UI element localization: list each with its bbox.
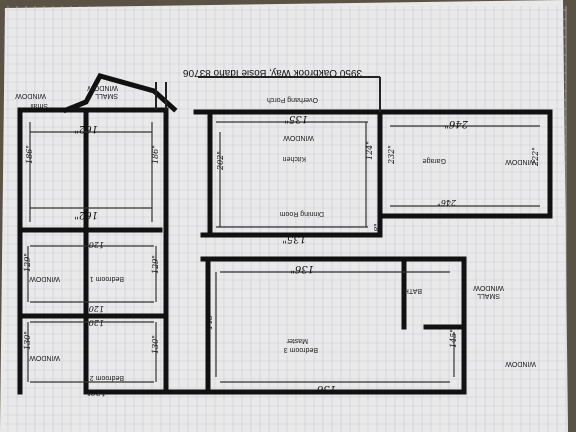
dimension-lines (27, 121, 540, 383)
address-text: 3950 Oakbrook Way, Bosie Idaho 83706 (183, 67, 362, 78)
dim-garage-bottom: 246" (437, 198, 457, 207)
porch-label: Overhang Porch (267, 96, 318, 103)
dim-master-right: 145" (449, 329, 458, 348)
kitchen-label: Kitchen (283, 155, 306, 162)
small-window-left-label: Small (30, 102, 48, 109)
small-window-right-label-2: WINDOW (473, 284, 504, 291)
window-bedroom1-label: WINDOW (29, 275, 60, 282)
dim-garage-left: 232" (387, 145, 396, 165)
dim-bed1-right: 129" (151, 255, 160, 274)
window-master-label: WINDOW (505, 360, 536, 367)
dim-bed2-left: 130" (23, 331, 32, 350)
window-kitchen-label: WINDOW (283, 134, 314, 141)
master-label-2: Master (286, 337, 308, 344)
plan-rotated: 3950 Oakbrook Way, Bosie Idaho 83706 (15, 67, 553, 397)
bath-label: BATH (404, 287, 422, 294)
dim-living-top: 162" (74, 123, 98, 134)
dim-bed1-bottom: 120" (85, 304, 104, 313)
dim-master-top: 136" (290, 263, 314, 274)
window-garage-label: WINDOW (505, 158, 536, 165)
small-window-top-label: SMALL (95, 92, 118, 99)
dim-master-left: 145" (205, 311, 214, 330)
dim-garage-right: 222" (531, 147, 540, 167)
dim-living-left: 186" (25, 145, 34, 164)
dim-bed2-bottom: 120" (87, 388, 106, 397)
dim-kitchen-left: 202" (216, 151, 225, 171)
dim-bed2-right: 130" (151, 335, 160, 354)
dim-kitchen-bottom: 135" (282, 233, 306, 244)
window-living-label: WINDOW (87, 84, 118, 91)
dim-garage-top: 246" (444, 118, 469, 129)
dining-label: Dinning Room (279, 210, 324, 217)
dim-kitchen-top: 135" (284, 113, 308, 124)
walls (17, 73, 553, 395)
bedroom1-label: Bedroom 1 (90, 275, 124, 282)
dim-living-right: 186" (151, 145, 160, 164)
small-window-left-label-2: WINDOW (15, 92, 46, 99)
dim-living-bottom: 162" (74, 209, 98, 220)
dim-bed1-left: 129" (23, 253, 32, 272)
master-label: Bedroom 3 (284, 346, 318, 353)
dim-bed1-top: 120" (85, 240, 104, 249)
master-label-line1: Bedroom 3 (284, 346, 318, 353)
dim-bed2-top: 120" (85, 318, 104, 327)
window-bedroom2-label: WINDOW (29, 354, 60, 361)
garage-label: Garage (423, 157, 446, 164)
dim-kitchen-right: 124" (365, 141, 374, 160)
small-window-right-label: SMALL (477, 292, 500, 299)
dim-master-bottom: 136" (312, 383, 336, 394)
bedroom2-label: Bedroom 2 (90, 374, 124, 381)
dim-hall: 18" (373, 223, 382, 237)
